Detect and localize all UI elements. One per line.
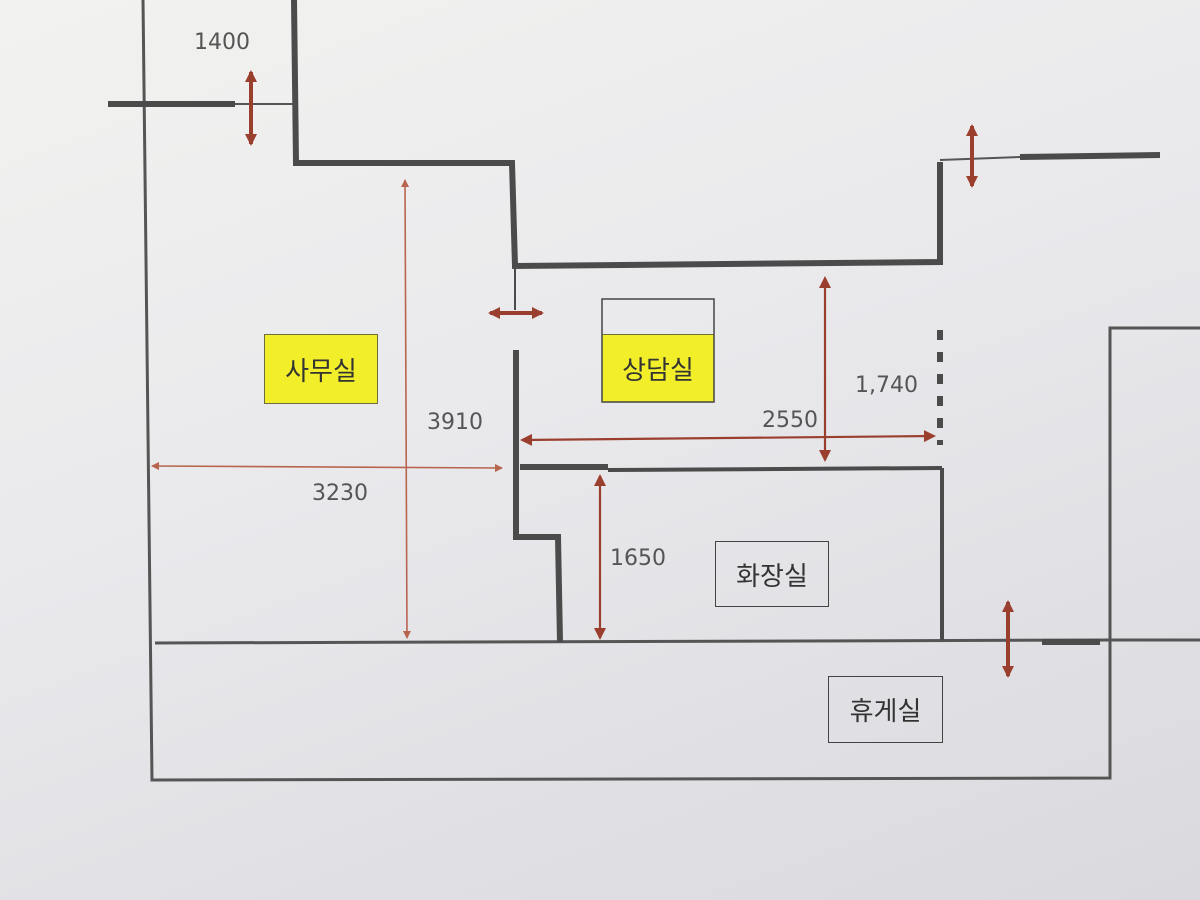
dim-line-office-height [401,179,411,639]
room-label-lounge: 휴게실 [828,676,943,743]
wall-office-right-lower [513,350,563,643]
dim-label-top-left: 1400 [194,30,250,55]
door-thin-top-right [939,156,1021,161]
dim-label-restroom-height: 1650 [610,546,666,571]
thick-walls [108,0,1161,645]
dimension-lines-bold [520,276,936,640]
dim-label-office-height: 3910 [427,410,483,435]
lounge-top-wall [154,638,1111,645]
wall-office-top [291,0,943,270]
door-arrows [245,70,1014,678]
dim-label-consult-width: 2550 [762,408,818,433]
dim-line-consult-width [520,430,936,446]
room-label-consult: 상담실 [602,334,714,402]
wall-window-topright [1019,152,1161,160]
outer-wall-left [141,0,1200,782]
outer-walls [141,0,1200,782]
room-label-restroom: 화장실 [715,541,829,607]
dim-label-office-width: 3230 [312,481,368,506]
dim-line-office-width [151,462,503,472]
wall-restroom-top [607,466,943,472]
dimension-lines [151,179,503,639]
dim-label-consult-height: 1,740 [855,373,918,398]
room-label-office: 사무실 [264,334,378,404]
